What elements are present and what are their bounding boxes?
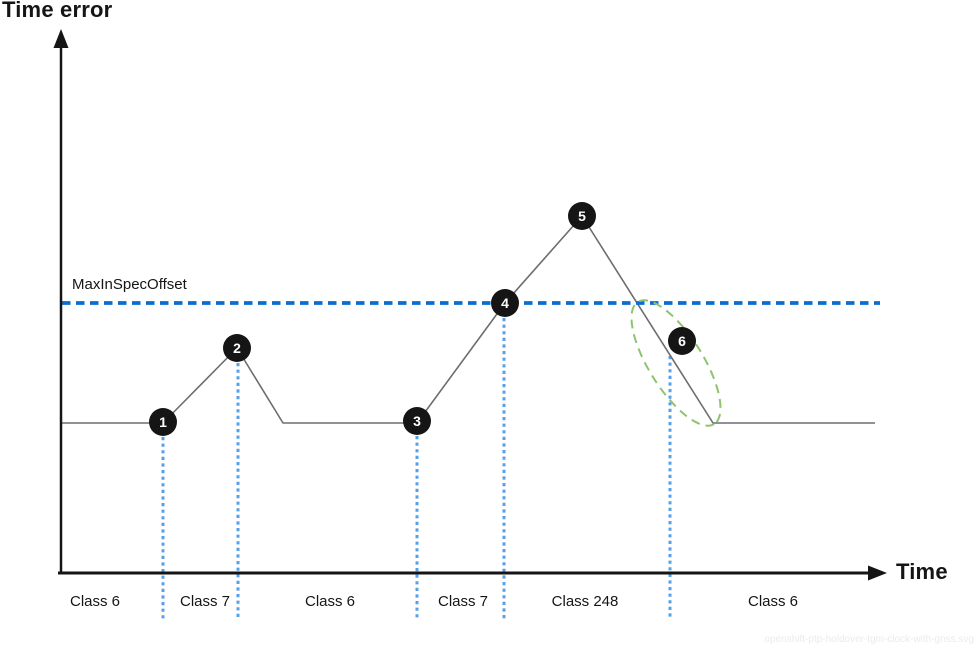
class-label-2: Class 7 [179,593,231,610]
class-label-6: Class 6 [747,593,799,610]
point-marker-4: 4 [491,289,519,317]
holdover-highlight-ellipse [630,299,722,427]
point-marker-5: 5 [568,202,596,230]
point-marker-2: 2 [223,334,251,362]
threshold-label: MaxInSpecOffset [72,276,187,293]
point-marker-3: 3 [403,407,431,435]
class-label-1: Class 6 [69,593,121,610]
point-marker-6: 6 [668,327,696,355]
watermark-filename: openshift-ptp-holdover-tgm-clock-with-gn… [764,634,974,645]
class-label-3: Class 6 [304,593,356,610]
y-axis-arrowhead [53,29,69,48]
class-label-5: Class 248 [551,593,619,610]
y-axis-title: Time error [2,0,113,22]
point-marker-1: 1 [149,408,177,436]
time-error-line [61,215,875,424]
x-axis-title: Time [896,559,948,584]
x-axis-arrowhead [868,565,887,581]
class-label-4: Class 7 [437,593,489,610]
